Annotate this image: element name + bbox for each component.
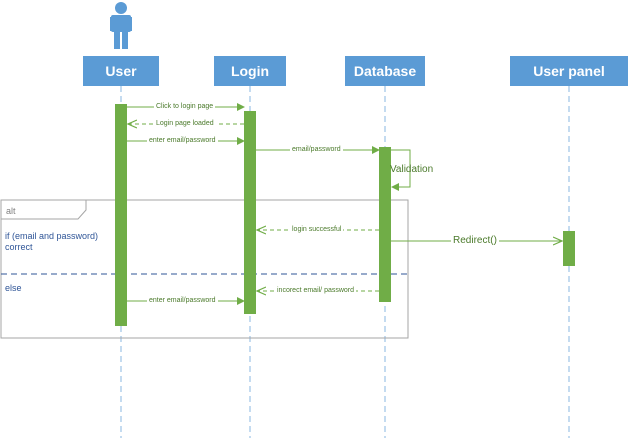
msg-redirect-label: Redirect() [451, 235, 499, 247]
lifeline-header-login: Login [214, 56, 286, 86]
msg-validation-self-arrow [391, 149, 411, 191]
alt-guard-1-line-2: correct [5, 242, 33, 252]
activation-login [244, 111, 256, 314]
alt-frame [0, 199, 409, 339]
msg-enter-credentials-label: enter email/password [147, 136, 218, 145]
lifeline-header-database: Database [345, 56, 425, 86]
msg-reenter-credentials-label: enter email/password [147, 296, 218, 305]
msg-click-login-label: Click to login page [154, 102, 216, 111]
lifeline-header-userpanel: User panel [510, 56, 628, 86]
alt-guard-2: else [5, 283, 22, 293]
msg-page-loaded-label: Login page loaded [154, 119, 216, 128]
msg-validation-label: Validation [390, 164, 434, 175]
lifeline-header-user: User [83, 56, 159, 86]
activation-userpanel [563, 231, 575, 266]
alt-frame-tag-box [1, 199, 87, 220]
msg-email-password-label: email/password [290, 145, 343, 154]
actor-user-icon [110, 2, 132, 49]
activation-user [115, 104, 127, 326]
alt-guard-1: if (email and password) correct [5, 231, 98, 253]
alt-frame-tag: alt [6, 206, 16, 216]
msg-login-successful-label: login successful [290, 225, 344, 234]
msg-incorrect-label: incorect email/ password [275, 286, 357, 295]
activation-database [379, 147, 391, 302]
alt-guard-1-line-1: if (email and password) [5, 231, 99, 241]
